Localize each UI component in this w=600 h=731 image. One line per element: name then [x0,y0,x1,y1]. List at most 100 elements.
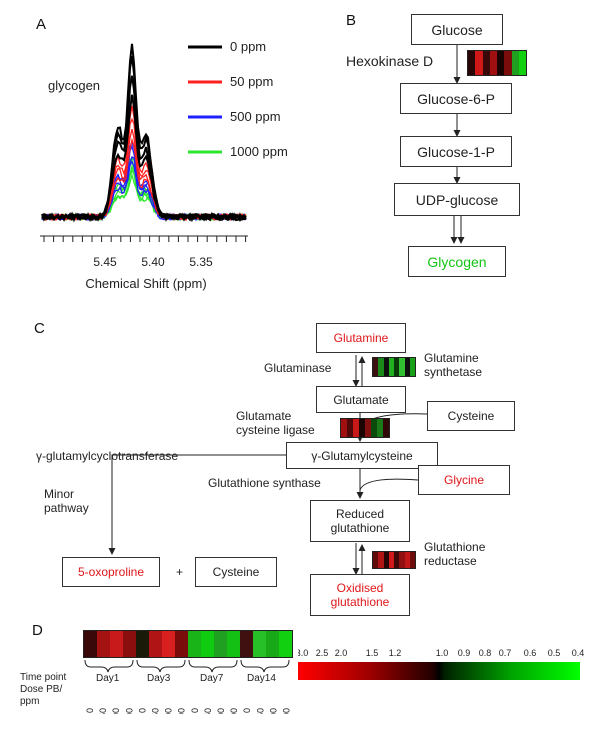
dose-label-text: 50 [98,708,108,714]
tick-label-540: 5.40 [141,255,165,269]
ligase-heatmap-cell [383,419,389,437]
spectra-lines [41,43,247,223]
node-glycine: Glycine [418,465,510,495]
hexokinase-heatmap-cell [511,51,519,75]
scale-tick-label: 0.8 [479,648,492,658]
node-glucose: Glucose [411,14,503,45]
legend-label-50ppm: 50 ppm [230,74,273,89]
time-dose-heatmap [83,630,293,658]
enzyme-gamma-glutamylcyclotransferase: γ-glutamylcyclotransferase [36,449,179,463]
time-dose-heatmap-cell [136,631,149,657]
enzyme-glutamine-synthetase: Glutamine synthetase [424,351,483,379]
dose-label-text: 1000 [177,708,187,714]
scale-tick-label: 0.4 [572,648,585,658]
time-dose-heatmap-cell [149,631,162,657]
ligase-heatmap-cell [371,419,377,437]
hexokinase-heatmap [467,50,527,76]
hexokinase-heatmap-cell [468,51,476,75]
synthetase-heatmap-cell [373,358,379,376]
dose-labels: 0505001000050500100005050010000505001000 [85,708,292,714]
time-dose-heatmap-cell [266,631,279,657]
node-gamma-glutamylcysteine: γ-Glutamylcysteine [286,442,438,469]
time-dose-heatmap-cell [279,631,292,657]
reductase-heatmap-cell [378,552,384,568]
reductase-heatmap-cell [373,552,379,568]
scale-tick-label: 0.6 [524,648,537,658]
time-dose-heatmap-cell [162,631,175,657]
node-glutamate: Glutamate [316,386,406,413]
time-dose-heatmap-cell [240,631,253,657]
day-label-7: Day7 [200,673,224,684]
reductase-heatmap-cell [388,552,394,568]
hexokinase-heatmap-cell [475,51,483,75]
node-cysteine: Cysteine [427,401,515,431]
tick-label-545: 5.45 [93,255,117,269]
scale-tick-label: 1.5 [366,648,379,658]
reductase-heatmap-cell [399,552,405,568]
enzyme-glutaminase: Glutaminase [264,361,332,375]
legend-label-0ppm: 0 ppm [230,39,266,54]
legend-label-500ppm: 500 ppm [230,109,281,124]
dose-label-text: 0 [85,708,95,713]
time-dose-heatmap-cell [123,631,136,657]
dose-label-text: 1000 [229,708,239,714]
node-oxidised-glutathione: Oxidised glutathione [310,574,410,616]
ligase-heatmap-cell [353,419,359,437]
synthetase-heatmap-cell [404,358,410,376]
time-dose-heatmap-cell [214,631,227,657]
node-5-oxoproline: 5-oxoproline [62,557,160,587]
time-dose-heatmap-cell [97,631,110,657]
peak-label: glycogen [48,78,100,93]
scale-tick-label: 2.0 [335,648,348,658]
synthetase-heatmap-cell [388,358,394,376]
panel-label-d: D [32,622,43,639]
hexokinase-heatmap-cell [482,51,490,75]
ligase-heatmap-cell [341,419,347,437]
x-axis-title: Chemical Shift (ppm) [85,276,206,291]
dose-label: Dose PB/ ppm [20,684,63,707]
panel-label-a: A [36,16,47,33]
hexokinase-heatmap-cell [504,51,512,75]
dose-label-text: 50 [255,708,265,714]
node-glucose-6-p: Glucose-6-P [400,83,512,114]
plus-sign: + [176,565,184,579]
scale-tick-label: 3.0 [298,648,308,658]
enzyme-glutathione-reductase: Glutathione reductase [424,540,486,568]
day-brackets [84,659,290,673]
time-dose-heatmap-cell [110,631,123,657]
glutamate-cysteine-ligase-heatmap [340,418,390,438]
time-dose-heatmap-cell [253,631,266,657]
time-dose-heatmap-cell [227,631,240,657]
time-dose-heatmap-cell [188,631,201,657]
scale-tick-label: 0.9 [458,648,471,658]
dose-label-text: 500 [111,708,121,714]
panel-label-c: C [34,320,45,337]
scale-tick-label: 0.7 [499,648,512,658]
scale-tick-label: 0.5 [548,648,561,658]
dose-label-text: 50 [151,708,161,714]
scale-tick-label: 1.2 [389,648,402,658]
ligase-heatmap-cell [347,419,353,437]
glutathione-reductase-heatmap [372,551,416,569]
day-label-14: Day14 [247,673,276,684]
node-udp-glucose: UDP-glucose [394,183,520,216]
day-label-1: Day1 [96,673,120,684]
synthetase-heatmap-cell [409,358,415,376]
dose-label-text: 50 [203,708,213,714]
color-scale-bar [298,662,580,680]
enzyme-glutathione-synthase: Glutathione synthase [208,476,321,490]
hexokinase-heatmap-cell [489,51,497,75]
day-label-3: Day3 [147,673,171,684]
time-dose-heatmap-cell [201,631,214,657]
glutamine-synthetase-heatmap [372,357,416,377]
hexokinase-heatmap-cell [497,51,505,75]
node-glycogen: Glycogen [408,246,506,277]
x-axis-ticks [43,236,247,242]
label-minor-pathway: Minor pathway [44,487,89,515]
legend-label-1000ppm: 1000 ppm [230,144,288,159]
synthetase-heatmap-cell [383,358,389,376]
time-dose-heatmap-cell [175,631,188,657]
reductase-heatmap-cell [409,552,415,568]
glycogen-pathway-arrows [450,44,465,244]
